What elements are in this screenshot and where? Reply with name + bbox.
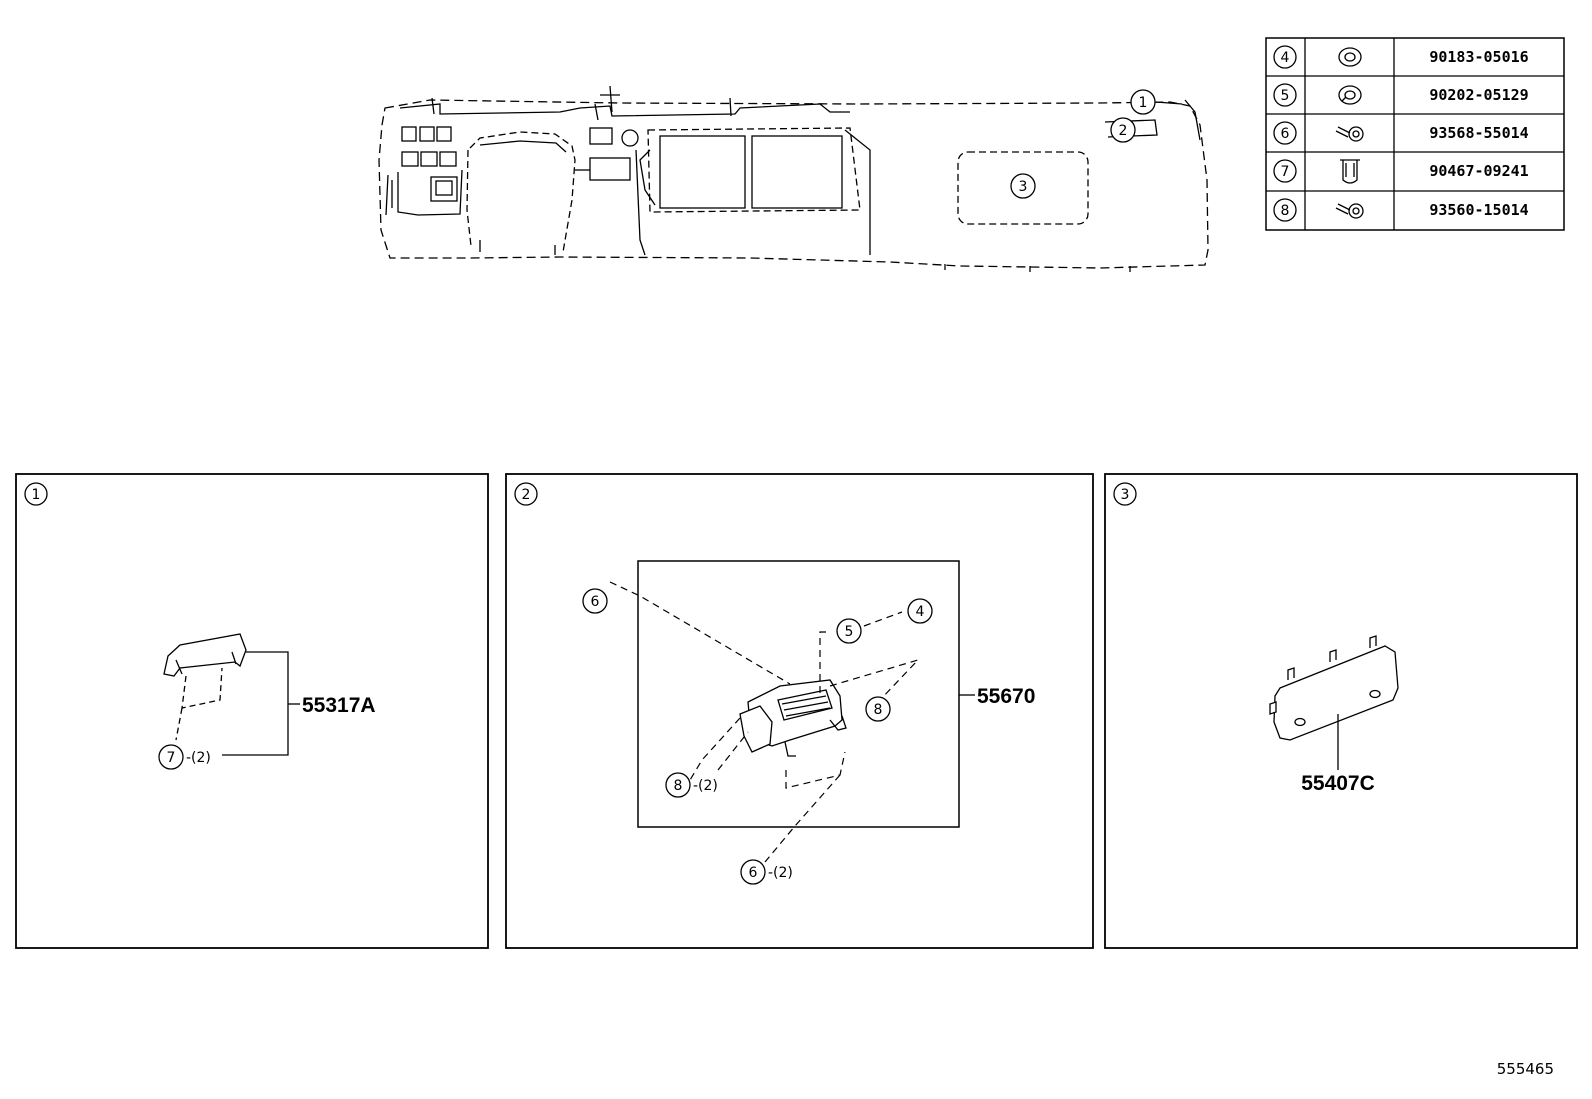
panel-2-callout-6a: 6	[582, 588, 608, 614]
diagram-id: 555465	[1497, 1060, 1554, 1078]
legend-part-number: 93560-15014	[1429, 201, 1528, 219]
panel-3-part-number: 55407C	[1301, 772, 1375, 795]
legend-callout: 5	[1281, 88, 1290, 104]
overview-callout-1-label: 1	[1139, 95, 1148, 111]
legend-callout: 8	[1281, 203, 1290, 219]
screw-icon	[1335, 203, 1364, 219]
overview-callout-1: 1	[1130, 89, 1183, 115]
detail-panel-3: 3 55407C	[1104, 473, 1578, 949]
panel-2-callout-8b-qty: -(2)	[693, 778, 718, 794]
panel-2-id: 2	[522, 487, 531, 503]
legend-row-4: 4 90183-05016	[1273, 45, 1529, 69]
overview-callout-3: 3	[1010, 173, 1036, 199]
part-55407C-drawing	[1269, 635, 1399, 741]
panel-2-callout-8a: 8	[865, 696, 891, 722]
legend-part-number: 90202-05129	[1429, 86, 1528, 104]
panel-2-part-number: 55670	[977, 685, 1035, 708]
legend-row-5: 5 90202-05129	[1273, 83, 1529, 107]
overview-callout-2: 2	[1110, 117, 1136, 143]
svg-text:6: 6	[591, 594, 600, 610]
legend-callout: 4	[1281, 50, 1290, 66]
panel-2-callout-4: 4	[907, 598, 933, 624]
panel-2-callout-6b: 6 -(2)	[740, 859, 793, 885]
panel-3-id: 3	[1121, 487, 1130, 503]
detail-panel-2: 2 55670 6	[505, 473, 1094, 949]
panel-1-fastener-callout: 7	[167, 750, 176, 766]
legend-part-number: 90467-09241	[1429, 162, 1528, 180]
part-55317A-drawing	[163, 633, 247, 741]
panel-2-callout-6b-qty: -(2)	[768, 865, 793, 881]
detail-panel-1: 1 55317A 7 -(2)	[15, 473, 489, 949]
panel-1-part-number: 55317A	[302, 694, 376, 717]
flat-washer-icon	[1338, 47, 1362, 67]
overview-callout-3-label: 3	[1019, 179, 1028, 195]
legend-row-8: 8 93560-15014	[1273, 198, 1529, 222]
legend-callout: 7	[1281, 164, 1290, 180]
overview-callout-2-label: 2	[1119, 123, 1128, 139]
legend-part-number: 93568-55014	[1429, 124, 1528, 142]
part-55670-drawing	[739, 679, 847, 757]
spring-washer-icon	[1338, 85, 1362, 105]
svg-text:8: 8	[674, 778, 683, 794]
legend-part-number: 90183-05016	[1429, 48, 1528, 66]
svg-text:6: 6	[749, 865, 758, 881]
legend-callout: 6	[1281, 126, 1290, 142]
legend-row-6: 6 93568-55014	[1273, 121, 1529, 145]
svg-text:4: 4	[916, 604, 925, 620]
svg-text:8: 8	[874, 702, 883, 718]
instrument-panel-overview	[378, 85, 1209, 272]
fastener-legend-table: 4 90183-05016 5 90202-05129 6	[1265, 37, 1565, 231]
legend-row-7: 7 90467-09241	[1273, 159, 1529, 184]
panel-1-fastener-qty: -(2)	[186, 750, 211, 766]
panel-2-callout-8b: 8 -(2)	[665, 772, 718, 798]
panel-2-callout-5: 5	[836, 618, 862, 644]
clip-icon	[1340, 159, 1360, 184]
screw-icon	[1335, 126, 1364, 142]
panel-1-id: 1	[32, 487, 41, 503]
svg-text:5: 5	[845, 624, 854, 640]
